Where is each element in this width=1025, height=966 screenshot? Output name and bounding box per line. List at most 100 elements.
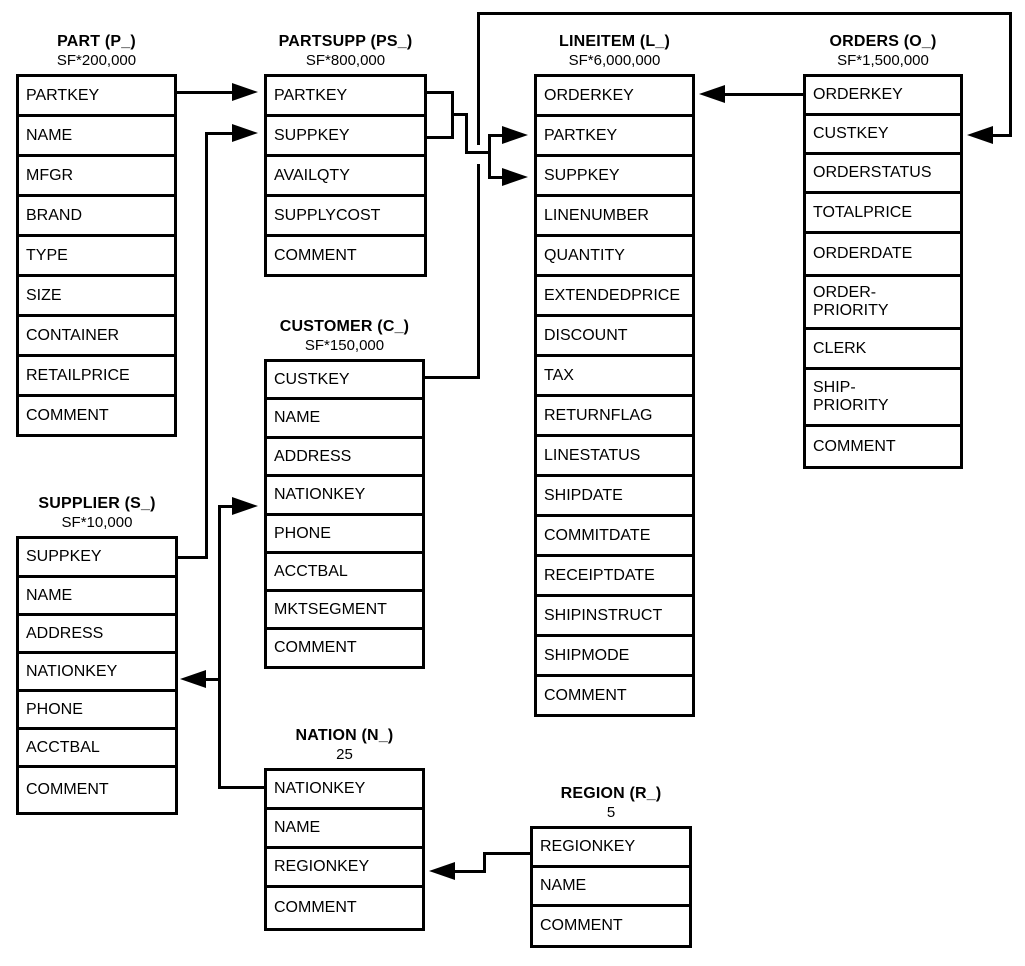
customer-row-address: ADDRESS (264, 436, 425, 477)
part-row-mfgr: MFGR (16, 154, 177, 197)
part-row-name: NAME (16, 114, 177, 157)
table-title-region: REGION (R_) (560, 785, 662, 802)
partsupp-row-supplycost: SUPPLYCOST (264, 194, 427, 237)
table-cardinality-orders: SF*1,500,000 (837, 52, 929, 69)
lineitem-row-partkey: PARTKEY (534, 114, 695, 157)
table-cardinality-region: 5 (606, 804, 616, 821)
orders-row-orderdate: ORDERDATE (803, 231, 963, 277)
connector-segment (423, 375, 480, 379)
customer-row-acctbal: ACCTBAL (264, 551, 425, 592)
connector-segment (487, 133, 506, 137)
orders-row-orderkey: ORDERKEY (803, 74, 963, 116)
connector-segment (425, 135, 454, 139)
orders-row-order-priority: ORDER- PRIORITY (803, 274, 963, 330)
arrowhead-left-icon (967, 126, 993, 144)
connector-segment (723, 92, 805, 96)
table-title-customer: CUSTOMER (C_) (279, 318, 410, 335)
region-row-comment: COMMENT (530, 904, 692, 948)
nation-row-nationkey: NATIONKEY (264, 768, 425, 810)
orders-row-orderstatus: ORDERSTATUS (803, 152, 963, 194)
arrowhead-right-icon (502, 168, 528, 186)
arrowhead-left-icon (180, 670, 206, 688)
arrowhead-right-icon (232, 83, 258, 101)
connector-segment (487, 175, 506, 179)
supplier-row-suppkey: SUPPKEY (16, 536, 178, 578)
arrowhead-left-icon (699, 85, 725, 103)
nation-row-name: NAME (264, 807, 425, 849)
connector-segment (476, 11, 1012, 15)
connector-segment (217, 504, 236, 508)
table-cardinality-nation: 25 (336, 746, 353, 763)
supplier-row-acctbal: ACCTBAL (16, 727, 178, 768)
part-row-comment: COMMENT (16, 394, 177, 437)
partsupp-row-partkey: PARTKEY (264, 74, 427, 117)
table-title-nation: NATION (N_) (295, 727, 394, 744)
partsupp-row-suppkey: SUPPKEY (264, 114, 427, 157)
lineitem-row-shipinstruct: SHIPINSTRUCT (534, 594, 695, 637)
connector-segment (464, 112, 468, 154)
connector-segment (176, 555, 208, 559)
table-cardinality-supplier: SF*10,000 (61, 514, 133, 531)
connector-segment (217, 504, 221, 789)
connector-segment (204, 131, 208, 559)
part-row-container: CONTAINER (16, 314, 177, 357)
connector-segment (991, 133, 1012, 137)
supplier-row-nationkey: NATIONKEY (16, 651, 178, 692)
table-title-lineitem: LINEITEM (L_) (558, 33, 671, 50)
orders-row-custkey: CUSTKEY (803, 113, 963, 155)
connector-segment (1008, 11, 1012, 137)
partsupp-row-comment: COMMENT (264, 234, 427, 277)
table-cardinality-part: SF*200,000 (56, 52, 137, 69)
connector-segment (464, 150, 491, 154)
connector-segment (482, 851, 486, 873)
lineitem-row-quantity: QUANTITY (534, 234, 695, 277)
nation-row-comment: COMMENT (264, 885, 425, 931)
customer-row-nationkey: NATIONKEY (264, 474, 425, 516)
part-row-type: TYPE (16, 234, 177, 277)
supplier-row-name: NAME (16, 575, 178, 616)
connector-segment (476, 11, 480, 145)
table-cardinality-partsupp: SF*800,000 (305, 52, 386, 69)
table-title-partsupp: PARTSUPP (PS_) (278, 33, 413, 50)
supplier-row-phone: PHONE (16, 689, 178, 730)
customer-row-mktsegment: MKTSEGMENT (264, 589, 425, 630)
lineitem-row-shipdate: SHIPDATE (534, 474, 695, 517)
connector-segment (425, 90, 454, 94)
customer-row-phone: PHONE (264, 513, 425, 554)
customer-row-custkey: CUSTKEY (264, 359, 425, 400)
connector-segment (217, 785, 266, 789)
supplier-row-comment: COMMENT (16, 765, 178, 815)
lineitem-row-suppkey: SUPPKEY (534, 154, 695, 197)
orders-row-ship-priority: SHIP- PRIORITY (803, 367, 963, 427)
connector-segment (175, 90, 236, 94)
lineitem-row-discount: DISCOUNT (534, 314, 695, 357)
arrowhead-right-icon (502, 126, 528, 144)
lineitem-row-orderkey: ORDERKEY (534, 74, 695, 117)
table-cardinality-customer: SF*150,000 (304, 337, 385, 354)
part-row-retailprice: RETAILPRICE (16, 354, 177, 397)
region-row-name: NAME (530, 865, 692, 907)
connector-segment (453, 869, 486, 873)
lineitem-row-returnflag: RETURNFLAG (534, 394, 695, 437)
arrowhead-left-icon (429, 862, 455, 880)
part-row-brand: BRAND (16, 194, 177, 237)
lineitem-row-tax: TAX (534, 354, 695, 397)
table-title-orders: ORDERS (O_) (829, 33, 937, 50)
nation-row-regionkey: REGIONKEY (264, 846, 425, 888)
arrowhead-right-icon (232, 124, 258, 142)
arrowhead-right-icon (232, 497, 258, 515)
connector-segment (450, 112, 468, 116)
table-cardinality-lineitem: SF*6,000,000 (568, 52, 661, 69)
table-title-part: PART (P_) (57, 33, 136, 50)
part-row-size: SIZE (16, 274, 177, 317)
orders-row-clerk: CLERK (803, 327, 963, 370)
